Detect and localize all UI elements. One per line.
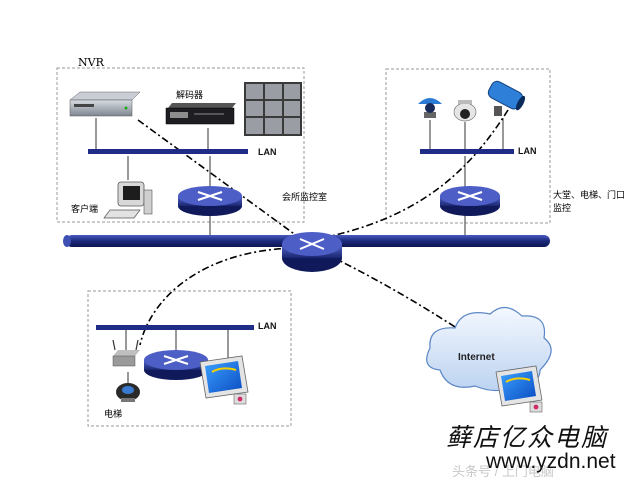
- link-core-to-elevator: [139, 247, 297, 346]
- link-core-to-internet: [317, 249, 479, 343]
- remote-monitor: [495, 365, 543, 413]
- elevator-label: 电梯: [104, 408, 122, 419]
- elevator-ap: [112, 339, 140, 367]
- nvr-device: [69, 91, 141, 117]
- club-room-box: [56, 67, 305, 223]
- lan-bar-elevator: [96, 325, 254, 330]
- lobby-label: 大堂、电梯、门口: [553, 189, 625, 200]
- bullet-camera: [487, 80, 526, 116]
- lan-label-club: LAN: [258, 147, 277, 157]
- client-label: 客户端: [71, 203, 98, 214]
- lan-label-elevator: LAN: [258, 321, 277, 331]
- dome-camera-1: [418, 98, 442, 118]
- router-elevator: [144, 350, 208, 380]
- link-nvr-to-core: [137, 119, 309, 245]
- watermark-brand: 藓店亿众电脑: [446, 423, 609, 452]
- lobby-box: [385, 68, 551, 224]
- elevator-monitor: [199, 355, 249, 405]
- internet-label: Internet: [458, 352, 495, 363]
- router-core: [282, 232, 342, 272]
- elevator-box: [87, 290, 292, 427]
- lan-bar-club: [88, 149, 248, 154]
- dash-dot-links: [137, 109, 509, 346]
- lobby-label-line2: 监控: [553, 202, 571, 213]
- watermark-url: www.yzdn.net: [485, 450, 616, 473]
- link-camera-to-core: [311, 109, 509, 241]
- watermark-faint: 头条号 / 上门电脑: [452, 464, 554, 479]
- nvr-label: NVR: [78, 56, 105, 69]
- decoder-label: 解码器: [176, 89, 203, 100]
- lan-bar-lobby: [420, 149, 514, 154]
- elevator-camera: [116, 383, 140, 402]
- dome-camera-2: [453, 100, 477, 122]
- client-pc: [103, 181, 153, 219]
- video-wall: [244, 82, 302, 136]
- decoder-device: [165, 103, 236, 125]
- lan-label-lobby: LAN: [518, 146, 537, 156]
- club-room-label: 会所监控室: [282, 191, 327, 202]
- router-club: [178, 186, 242, 216]
- router-lobby: [440, 186, 500, 216]
